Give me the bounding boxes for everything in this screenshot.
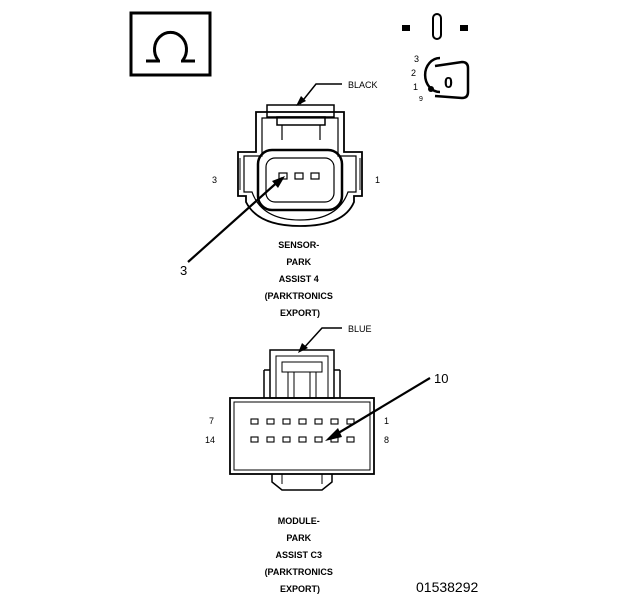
bottom-connector-pin xyxy=(330,418,339,425)
ignition-position-1: 1 xyxy=(413,82,418,92)
top-connector-callout: 3 xyxy=(180,263,187,278)
top-connector-title-line-1: SENSOR- xyxy=(278,240,319,250)
ignition-key-label: 0 xyxy=(444,75,453,92)
top-connector-left-pin-number: 3 xyxy=(212,175,217,185)
figure-number: 01538292 xyxy=(416,579,479,595)
bottom-connector-pin xyxy=(298,436,307,443)
top-connector-title-line-2: PARK xyxy=(286,257,311,267)
top-connector-title: SENSOR- PARK ASSIST 4 (PARKTRONICS EXPOR… xyxy=(265,240,336,318)
bottom-connector-title-line-2: PARK xyxy=(286,533,311,543)
ignition-position-2: 2 xyxy=(411,68,416,78)
bottom-connector-color-label: BLUE xyxy=(348,324,372,334)
bottom-connector-pin xyxy=(250,436,259,443)
bottom-connector-pin xyxy=(250,418,259,425)
ohmmeter-symbol xyxy=(129,11,212,77)
top-connector-title-line-4: (PARKTRONICS xyxy=(265,291,333,301)
bottom-connector-title-line-5: EXPORT) xyxy=(280,584,320,594)
bottom-connector-pin-row-bottom xyxy=(250,436,355,443)
top-connector-pin-1 xyxy=(310,172,320,180)
bottom-connector-pin xyxy=(314,418,323,425)
top-connector-pin-2 xyxy=(294,172,304,180)
bottom-connector-top-right-pin-number: 1 xyxy=(384,416,389,426)
top-connector-title-line-3: ASSIST 4 xyxy=(279,274,319,284)
ignition-position-9: 9 xyxy=(419,96,423,103)
bottom-connector-callout: 10 xyxy=(434,371,448,386)
bottom-connector-pin xyxy=(282,418,291,425)
bottom-connector-pin xyxy=(346,436,355,443)
top-connector: BLACK 3 1 3 SENSOR- PARK ASSIST 4 (PA xyxy=(180,80,380,318)
bottom-connector-pin xyxy=(266,436,275,443)
bottom-connector-pin xyxy=(346,418,355,425)
bottom-connector-pin xyxy=(266,418,275,425)
bottom-connector-bottom-left-pin-number: 14 xyxy=(205,435,215,445)
bottom-connector-title-line-3: ASSIST C3 xyxy=(275,550,322,560)
top-connector-right-pin-number: 1 xyxy=(375,175,380,185)
ignition-position-3: 3 xyxy=(414,54,419,64)
bottom-connector-bottom-right-pin-number: 8 xyxy=(384,435,389,445)
bottom-connector-pin xyxy=(314,436,323,443)
top-connector-title-line-5: EXPORT) xyxy=(280,308,320,318)
bottom-connector-title-line-1: MODULE- xyxy=(278,516,320,526)
top-connector-color-label: BLACK xyxy=(348,80,378,90)
bottom-connector-title: MODULE- PARK ASSIST C3 (PARKTRONICS EXPO… xyxy=(265,516,336,594)
bottom-connector: BLUE xyxy=(205,324,448,594)
ignition-symbol: 0 3 2 1 9 xyxy=(402,13,470,103)
bottom-connector-pin xyxy=(298,418,307,425)
bottom-connector-title-line-4: (PARKTRONICS xyxy=(265,567,333,577)
bottom-connector-top-left-pin-number: 7 xyxy=(209,416,214,426)
bottom-connector-pin-row-top xyxy=(250,418,355,425)
bottom-connector-pin xyxy=(282,436,291,443)
